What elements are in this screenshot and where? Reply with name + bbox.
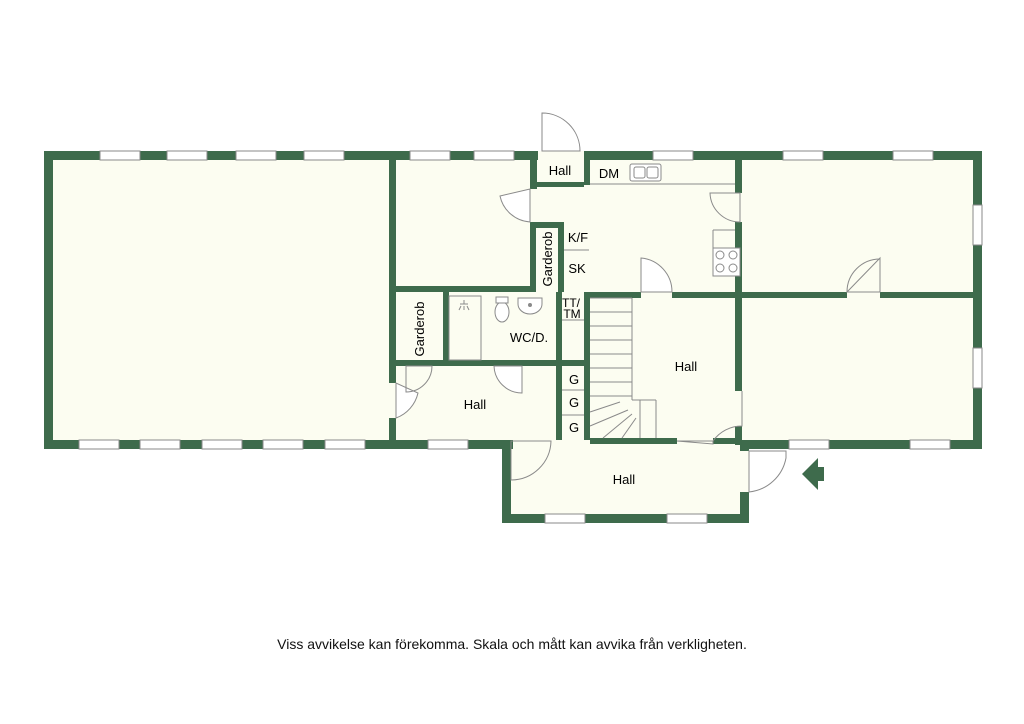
label-hall-entry: Hall: [613, 472, 636, 487]
room-labels: Hall DM K/F SK Garderob TT/ TM Garderob …: [412, 163, 697, 487]
label-g-1: G: [569, 372, 579, 387]
label-hall-lower-left: Hall: [464, 397, 487, 412]
shower-head-icon: [458, 300, 470, 311]
label-tm: TM: [563, 307, 580, 321]
disclaimer-text: Viss avvikelse kan förekomma. Skala och …: [277, 636, 747, 652]
toilet-icon: [494, 301, 510, 323]
bathroom-fixtures: [448, 295, 543, 361]
label-garderob-left: Garderob: [412, 302, 427, 357]
shower-tray: [448, 295, 482, 361]
label-sk: SK: [568, 261, 586, 276]
kitchen-fixtures: [629, 163, 741, 277]
label-wc: WC/D.: [510, 330, 548, 345]
windows: [78, 150, 983, 524]
label-dm: DM: [599, 166, 619, 181]
label-g-3: G: [569, 420, 579, 435]
label-tt: TT/: [562, 296, 581, 310]
label-g-2: G: [569, 395, 579, 410]
label-garderob-small: Garderob: [540, 232, 555, 287]
entrance-arrow-icon: [802, 458, 824, 490]
label-kf: K/F: [568, 230, 588, 245]
label-hall-entry-top: Hall: [549, 163, 572, 178]
label-hall-center: Hall: [675, 359, 698, 374]
staircase: [589, 297, 657, 439]
door-swings: [395, 112, 881, 493]
